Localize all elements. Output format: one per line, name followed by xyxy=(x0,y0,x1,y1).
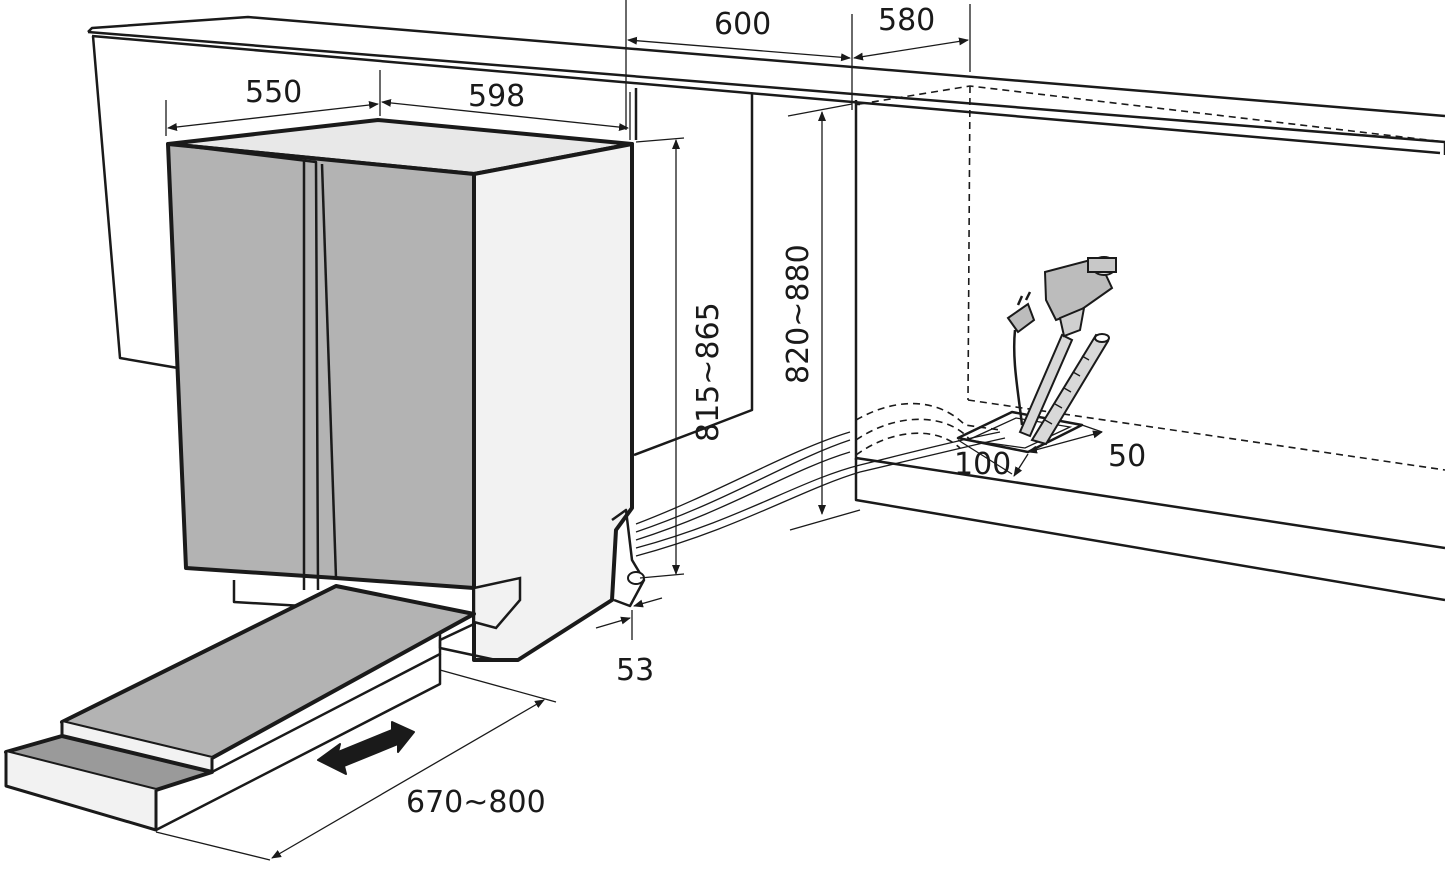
hole-depth-label: 50 xyxy=(1108,439,1146,474)
dimension-lines xyxy=(155,0,1103,861)
dishwasher-appliance xyxy=(166,118,646,662)
niche-height-label: 820~880 xyxy=(781,244,816,384)
appliance-width-label: 598 xyxy=(468,79,525,114)
power-plug-icon xyxy=(1006,291,1036,426)
hose-run xyxy=(635,431,1006,557)
hole-width-label: 100 xyxy=(954,447,1011,482)
door-travel-label: 670~800 xyxy=(406,785,546,820)
worktop-depth-label: 580 xyxy=(878,3,935,38)
plinth-clearance-label: 53 xyxy=(616,653,654,688)
water-tap-icon xyxy=(1018,256,1117,438)
door-panel xyxy=(4,584,476,832)
niche-width-label: 600 xyxy=(714,7,771,42)
worktop xyxy=(87,15,1445,370)
cabinet-depth-label: 550 xyxy=(245,75,302,110)
hidden-niche-outline xyxy=(855,85,1445,471)
niche-walls xyxy=(633,88,1445,602)
double-arrow-icon xyxy=(317,721,415,775)
appliance-height-label: 815~865 xyxy=(691,302,726,442)
